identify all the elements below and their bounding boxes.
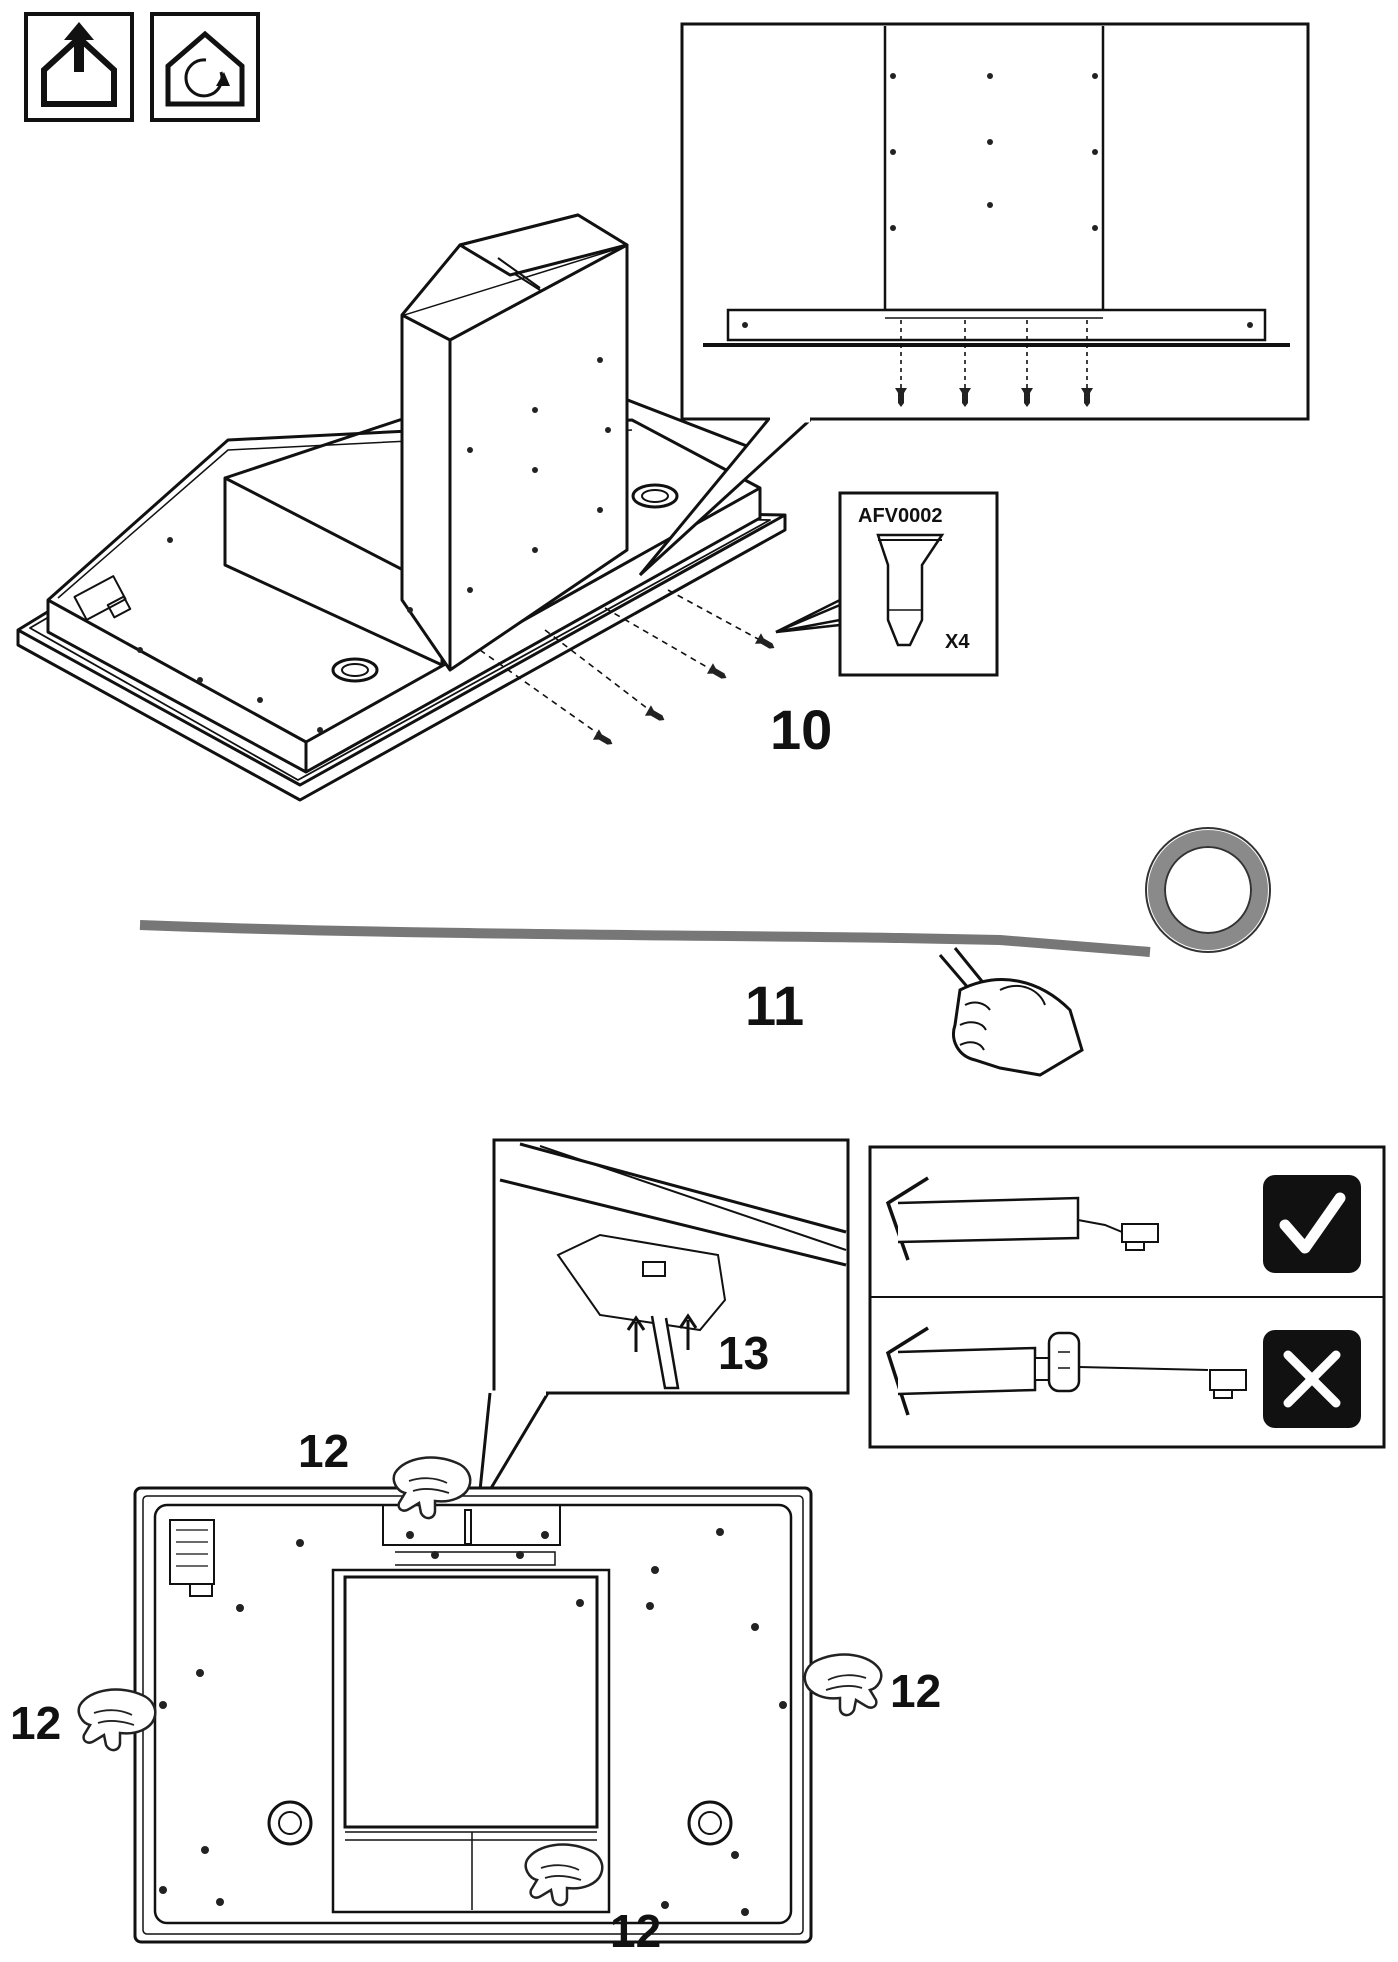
step13-detail-callout (476, 1138, 850, 1511)
step10-screws (592, 633, 778, 750)
step-11-label: 11 (745, 974, 805, 1037)
step10-rivets (137, 357, 611, 733)
step-10-label: 10 (770, 698, 833, 761)
step-12-left-label: 12 (10, 1697, 62, 1749)
sealing-tape (139, 827, 1271, 957)
step10-detail-callout (638, 22, 1310, 577)
screw-part-callout (775, 491, 999, 677)
hood-plan-view (133, 1486, 813, 1944)
check-icon (1263, 1175, 1361, 1273)
step-12-top-label: 12 (298, 1425, 350, 1477)
cross-icon (1263, 1330, 1361, 1428)
detail-rivets (742, 73, 1253, 328)
plan-rivets (159, 1528, 787, 1916)
step-12-right-label: 12 (890, 1665, 942, 1717)
hand-right-icon (803, 1653, 883, 1717)
recirculation-mode-icon (150, 12, 260, 122)
screw-quantity: X4 (945, 631, 970, 653)
ducted-mode-icon (24, 12, 134, 122)
screw-part-code: AFV0002 (858, 505, 943, 527)
step-13-label: 13 (718, 1327, 770, 1379)
hood-assembly-iso (16, 213, 787, 802)
hand-with-cutters-icon (938, 947, 1084, 1077)
step-12-bottom-label: 12 (610, 1905, 662, 1957)
